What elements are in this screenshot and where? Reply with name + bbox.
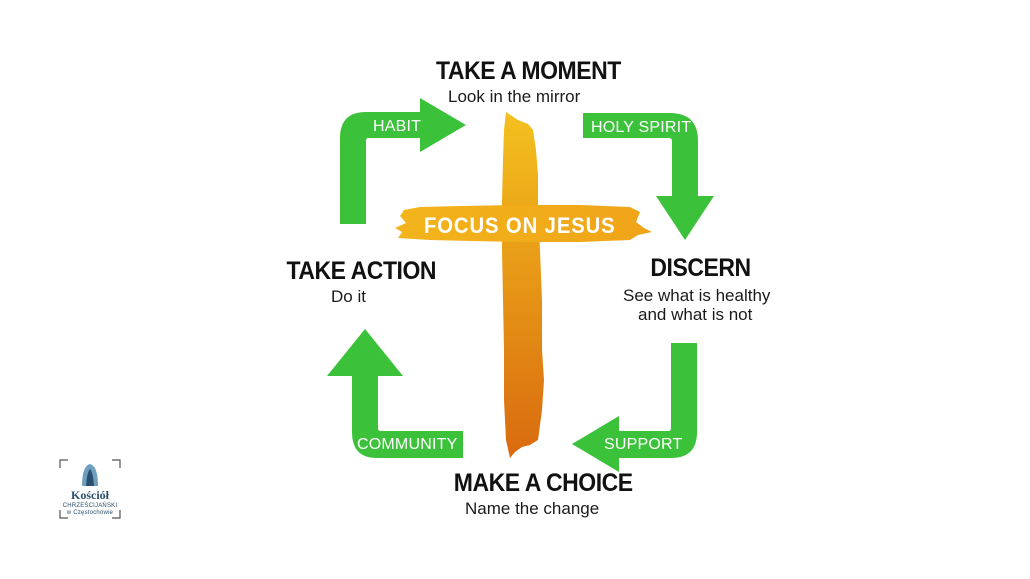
arrow-habit	[340, 98, 466, 224]
arrow-label-support: SUPPORT	[604, 436, 682, 453]
arrow-label-community: COMMUNITY	[357, 436, 458, 453]
cross-label: FOCUS ON JESUS	[424, 214, 616, 238]
logo-frame-icon	[59, 459, 121, 519]
cross-horizontal-beam	[395, 205, 652, 242]
node-subtitle-and-what-is-not: and what is not	[638, 305, 753, 324]
logo-text-w-czestochowie: w Częstochowie	[66, 510, 114, 516]
logo-text-chrzescijanski: CHRZEŚCIJAŃSKI	[62, 503, 118, 509]
node-subtitle-see-what-is-healthy: See what is healthy	[623, 286, 771, 305]
node-title-take-action: TAKE ACTION	[286, 257, 437, 285]
arrow-label-holy-spirit: HOLY SPIRIT	[591, 119, 691, 136]
arrow-holy-spirit	[583, 113, 714, 240]
cross-vertical-beam	[502, 112, 544, 458]
node-subtitle-do-it: Do it	[331, 287, 366, 306]
node-title-take-a-moment: TAKE A MOMENT	[436, 57, 621, 85]
church-logo: Kościół CHRZEŚCIJAŃSKI w Częstochowie	[58, 458, 122, 520]
node-subtitle-name-the-change: Name the change	[465, 499, 600, 518]
node-title-make-a-choice: MAKE A CHOICE	[453, 469, 633, 497]
arrow-support	[572, 343, 697, 472]
node-subtitle-look-in-the-mirror: Look in the mirror	[448, 87, 581, 106]
logo-text-kosciol: Kościół	[71, 488, 109, 502]
arrow-community	[327, 329, 463, 458]
arrow-label-habit: HABIT	[373, 118, 421, 135]
node-title-discern: DISCERN	[650, 254, 751, 282]
